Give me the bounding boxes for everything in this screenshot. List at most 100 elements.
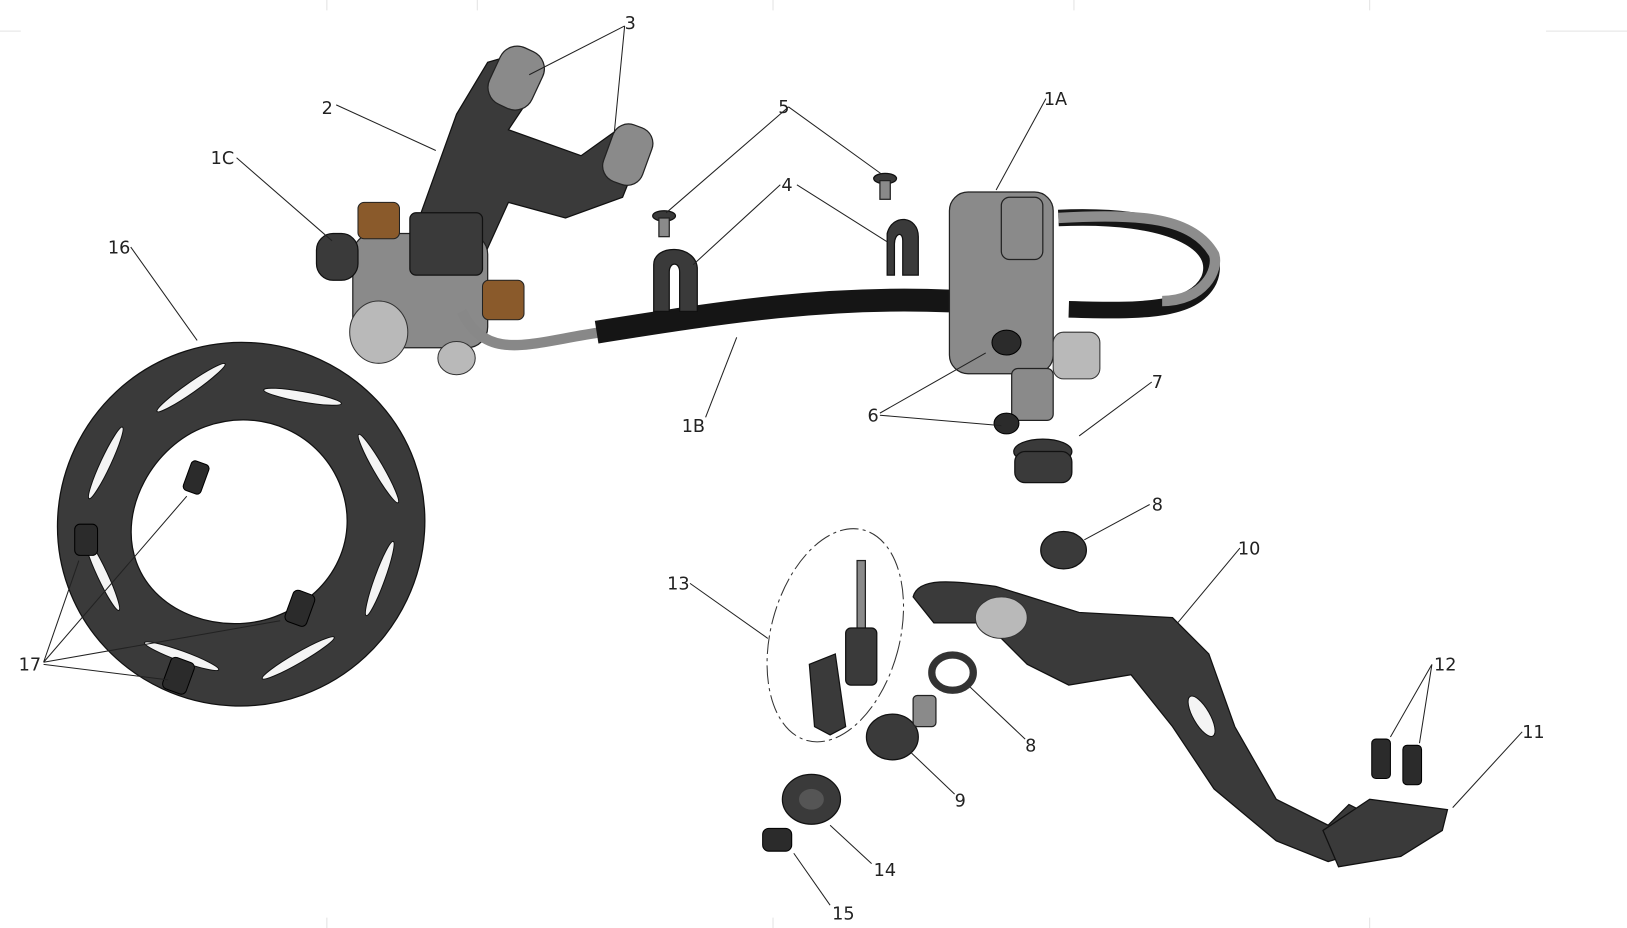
diagram-shape — [335, 104, 437, 151]
diagram-shape: 12 — [1434, 656, 1456, 676]
diagram-shape — [689, 582, 769, 639]
pushrod-linkage — [766, 528, 905, 743]
diagram-shape — [263, 387, 342, 406]
diagram-shape — [793, 852, 831, 906]
brake-caliper — [315, 201, 525, 376]
diagram-shape: 7 — [1152, 373, 1163, 393]
diagram-shape — [487, 45, 545, 111]
diagram-shape — [349, 300, 409, 364]
diagram-shape — [912, 694, 937, 728]
diagram-shape: 1C — [211, 149, 235, 169]
diagram-shape — [1389, 664, 1433, 744]
diagram-shape — [162, 656, 195, 695]
diagram-shape — [766, 528, 905, 743]
callout-1b: 1B — [682, 337, 738, 437]
diagram-shape: 14 — [874, 861, 896, 881]
disc-slots — [84, 362, 400, 680]
callout-7: 7 — [1078, 373, 1163, 437]
diagram-shape — [1177, 547, 1241, 624]
brake-hose — [457, 209, 1221, 351]
diagram-shape — [1322, 798, 1449, 868]
diagram-shape — [261, 636, 335, 680]
spacer-bolt — [762, 827, 793, 852]
diagram-shape — [594, 288, 950, 344]
hose-clips — [653, 218, 919, 313]
diagram-shape: 10 — [1238, 539, 1260, 559]
diagram-shape — [74, 523, 99, 556]
diagram-shape: 11 — [1522, 723, 1544, 743]
diagram-shape: 8 — [1152, 496, 1163, 516]
diagram-shape — [1084, 504, 1150, 541]
diagram-shape — [1371, 738, 1391, 780]
callout-17: 17 — [19, 495, 281, 681]
diagram-shape — [886, 218, 919, 276]
rubber-boot — [1013, 438, 1073, 484]
pedal-tip-bolts — [1371, 738, 1423, 786]
diagram-shape — [879, 179, 891, 200]
diagram-shape — [182, 460, 210, 495]
callout-14: 14 — [829, 824, 896, 881]
diagram-shape — [1052, 331, 1101, 380]
callout-10: 10 — [1177, 539, 1260, 624]
diagram-shape — [1000, 196, 1044, 261]
diagram-shape: 3 — [625, 14, 636, 34]
diagram-shape — [602, 123, 654, 186]
callout-8-lower: 8 — [969, 686, 1036, 757]
diagram-shape — [364, 540, 395, 617]
diagram-shape — [829, 824, 872, 865]
diagram-shape — [357, 433, 400, 504]
disc-bolts — [74, 460, 316, 695]
diagram-shape: 17 — [19, 656, 41, 676]
diagram-shape — [665, 106, 883, 214]
callout-1c: 1C — [211, 149, 333, 242]
diagram-shape: 9 — [955, 792, 966, 812]
callout-9: 9 — [910, 752, 966, 812]
callout-3: 3 — [528, 14, 636, 133]
diagram-shape — [315, 232, 359, 281]
callout-5: 5 — [665, 98, 883, 214]
diagram-shape: 13 — [667, 575, 689, 595]
callout-6: 6 — [867, 352, 1002, 426]
diagram-shape — [991, 329, 1022, 356]
callouts: 3 2 1C 16 5 4 1A 1B 6 7 8 10 13 8 9 12 1… — [19, 14, 1545, 925]
callout-12: 12 — [1389, 656, 1456, 744]
diagram-shape — [969, 686, 1026, 740]
diagram-shape — [856, 559, 867, 634]
callout-15: 15 — [793, 852, 855, 925]
diagram-shape — [1452, 731, 1523, 808]
diagram-shape — [653, 248, 698, 313]
diagram-shape — [1058, 211, 1221, 307]
diagram-shape — [1078, 381, 1153, 437]
diagram-shape — [692, 184, 888, 266]
diagram-shape — [808, 653, 847, 736]
diagram-shape — [437, 340, 476, 376]
diagram-shape — [284, 589, 316, 627]
diagram-shape — [865, 713, 919, 761]
diagram-shape — [705, 337, 738, 418]
diagram-shape — [87, 426, 124, 500]
washer-upper — [1040, 530, 1088, 570]
diagram-shape — [910, 752, 955, 795]
diagram-shape — [1014, 450, 1073, 484]
diagram-shape — [845, 627, 878, 686]
diagram-shape — [409, 212, 484, 276]
diagram-shape — [995, 98, 1047, 191]
diagram-shape — [993, 412, 1020, 435]
diagram-shape — [974, 596, 1028, 639]
master-cylinder-bolts — [993, 412, 1020, 435]
diagram-shape — [658, 217, 670, 238]
diagram-shape: 1A — [1044, 90, 1067, 110]
diagram-shape — [1011, 367, 1054, 422]
master-cylinder — [948, 191, 1101, 422]
diagram-shape: 6 — [867, 406, 878, 426]
diagram-shape — [481, 279, 525, 321]
diagram-shape — [1187, 695, 1216, 737]
pedal-tip — [1322, 798, 1449, 868]
diagram-shape — [236, 157, 333, 242]
diagram-shape: 8 — [1025, 737, 1036, 757]
callout-2: 2 — [322, 99, 437, 151]
callout-16: 16 — [108, 238, 198, 341]
callout-13: 13 — [667, 575, 769, 639]
diagram-shape: 16 — [108, 238, 130, 258]
